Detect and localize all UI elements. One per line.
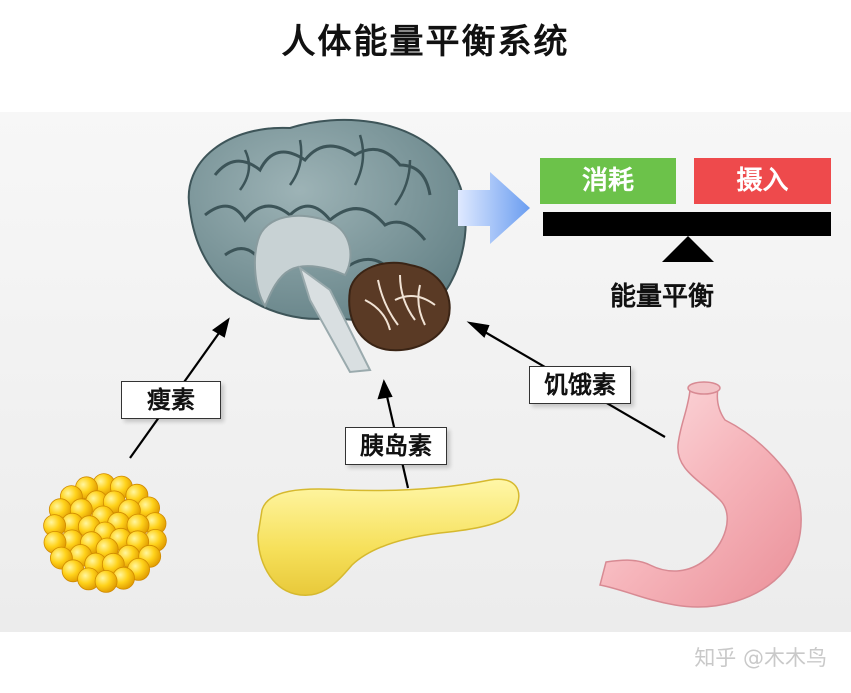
balance-fulcrum bbox=[662, 236, 714, 262]
output-arrow bbox=[458, 172, 530, 244]
leptin-label: 瘦素 bbox=[121, 381, 221, 419]
fat-cell bbox=[95, 570, 117, 592]
balance-beam bbox=[543, 212, 831, 236]
insulin-label: 胰岛素 bbox=[345, 427, 447, 465]
stomach-icon bbox=[600, 388, 801, 607]
insulin-arrowhead bbox=[379, 382, 391, 398]
ghrelin-label: 饥饿素 bbox=[529, 366, 631, 404]
consume-box: 消耗 bbox=[540, 158, 676, 204]
intake-box: 摄入 bbox=[694, 158, 831, 204]
fat-tissue-icon bbox=[44, 474, 167, 593]
ghrelin-arrowhead bbox=[470, 323, 488, 336]
balance-caption: 能量平衡 bbox=[610, 276, 714, 313]
esophagus-opening bbox=[688, 382, 720, 394]
leptin-arrowhead bbox=[214, 320, 228, 336]
pancreas-icon bbox=[258, 479, 519, 595]
watermark: 知乎 @木木鸟 bbox=[694, 642, 827, 672]
brain-icon bbox=[189, 120, 466, 372]
